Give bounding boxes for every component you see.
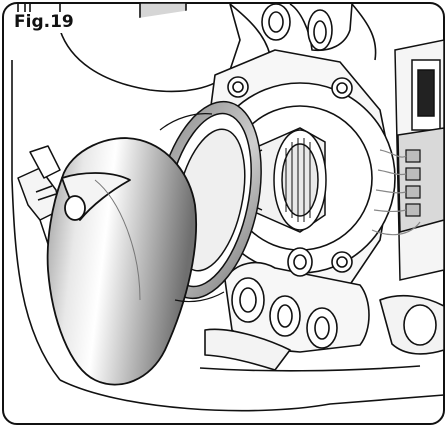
- control-board: [371, 39, 445, 281]
- plate-screw: [227, 76, 249, 98]
- detail-lines: [159, 113, 225, 303]
- lower-manifold: [204, 247, 445, 371]
- background-housing: [11, 2, 445, 412]
- terminal-slot: [405, 149, 421, 217]
- terminal-block: [397, 127, 445, 233]
- plate-screw: [331, 77, 353, 99]
- plate-screw: [331, 251, 353, 273]
- spade-connector: [17, 145, 61, 271]
- figure-label: Fig.19: [10, 12, 78, 33]
- chrome-knob: [46, 137, 198, 386]
- splined-shaft: [239, 127, 327, 233]
